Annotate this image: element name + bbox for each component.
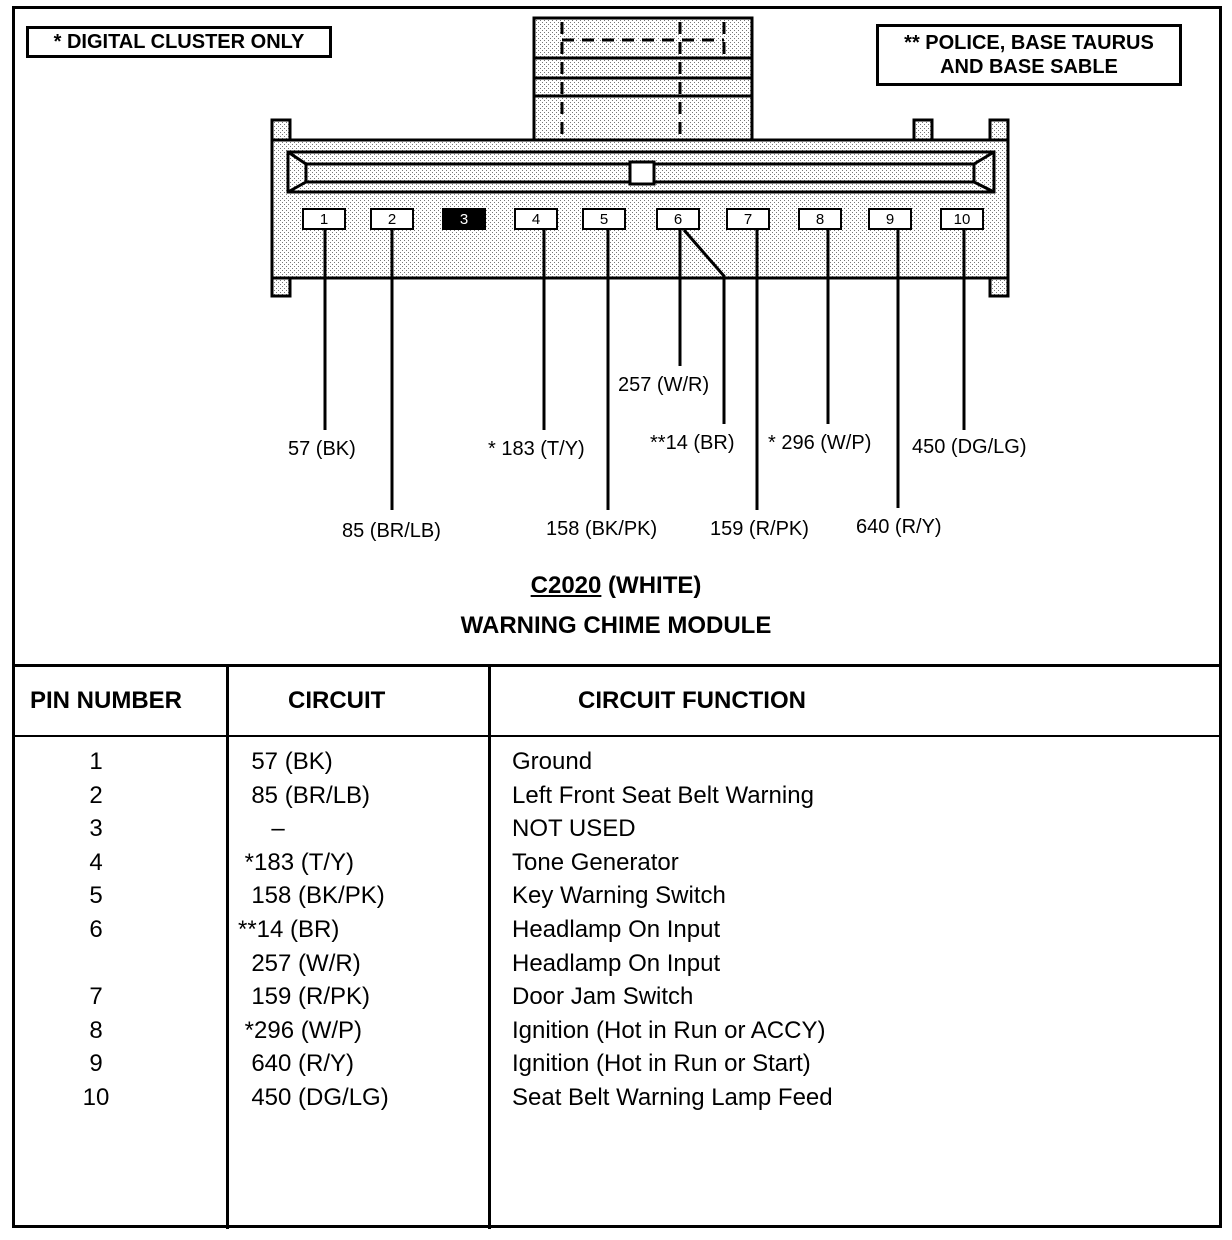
wire-label-pin-9: 640 (R/Y) [856, 516, 942, 538]
cell-circuit-function: Headlamp On Input [512, 916, 721, 943]
pin-1: 1 [302, 208, 346, 230]
cell-pin-number: 3 [89, 815, 103, 843]
cell-circuit-function: Seat Belt Warning Lamp Feed [512, 1084, 833, 1111]
cell-circuit: 257 (W/R) [238, 949, 361, 977]
connector-title: C2020 (WHITE) [0, 572, 1232, 600]
cell-circuit-function: Left Front Seat Belt Warning [512, 781, 814, 809]
cell-circuit: 450 (DG/LG) [238, 1084, 389, 1111]
wire-label-pin-6b: **14 (BR) [650, 432, 735, 454]
cell-circuit: *296 (W/P) [238, 1016, 363, 1044]
connector-wires [323, 229, 966, 510]
column-divider-2 [488, 667, 491, 1229]
pin-5: 5 [582, 208, 626, 230]
header-circuit-function: CIRCUIT FUNCTION [578, 687, 806, 714]
police-note-line2: AND BASE SABLE [940, 56, 1118, 78]
cell-circuit: 159 (R/PK) [238, 983, 371, 1011]
police-note: ** POLICE, BASE TAURUS AND BASE SABLE [876, 24, 1182, 86]
cell-circuit-function: NOT USED [512, 815, 636, 843]
cell-circuit: *183 (T/Y) [238, 848, 355, 876]
cell-circuit: 158 (BK/PK) [238, 882, 385, 910]
table-row: 6 **14 (BR) Headlamp On Input [0, 913, 1232, 946]
wire-label-pin-2: 85 (BR/LB) [342, 520, 441, 542]
header-circuit: CIRCUIT [288, 687, 386, 714]
wire-label-pin-1: 57 (BK) [288, 438, 356, 460]
cell-pin-number: 7 [89, 983, 103, 1011]
module-name: WARNING CHIME MODULE [460, 612, 772, 639]
cell-circuit-function: Ignition (Hot in Run or ACCY) [512, 1016, 826, 1044]
cell-pin-number: 1 [89, 748, 103, 775]
cell-circuit-function: Headlamp On Input [512, 949, 721, 977]
table-header-border [12, 735, 1222, 737]
connector-drawing [270, 16, 1010, 510]
table-row: 257 (W/R) Headlamp On Input [0, 947, 1232, 980]
wire-label-pin-10: 450 (DG/LG) [912, 436, 1027, 458]
cell-pin-number: 2 [89, 781, 103, 809]
connector-lock-tab [532, 16, 754, 144]
table-row: 10 450 (DG/LG) Seat Belt Warning Lamp Fee… [0, 1081, 1232, 1114]
cell-pin-number: 8 [89, 1016, 103, 1044]
digital-cluster-note: * DIGITAL CLUSTER ONLY [26, 26, 332, 58]
table-row: 3 – NOT USED [0, 812, 1232, 845]
table-row: 1 57 (BK) Ground [0, 745, 1232, 778]
table-row: 5 158 (BK/PK) Key Warning Switch [0, 879, 1232, 912]
cell-pin-number: 6 [89, 916, 103, 943]
police-note-line1: ** POLICE, BASE TAURUS [904, 32, 1154, 54]
wire-label-pin-8: * 296 (W/P) [768, 432, 872, 454]
pin-4: 4 [514, 208, 558, 230]
table-row: 4 *183 (T/Y) Tone Generator [0, 846, 1232, 879]
cell-circuit-function: Door Jam Switch [512, 983, 694, 1011]
cell-circuit: **14 (BR) [238, 916, 340, 943]
table-row: 2 85 (BR/LB) Left Front Seat Belt Warning [0, 779, 1232, 812]
cell-pin-number: 4 [89, 848, 103, 876]
pin-8: 8 [798, 208, 842, 230]
cell-circuit: 57 (BK) [238, 748, 333, 775]
table-row: 7 159 (R/PK) Door Jam Switch [0, 980, 1232, 1013]
connector-slot [286, 150, 996, 194]
table-top-border [12, 664, 1222, 667]
wire-label-pin-4: * 183 (T/Y) [488, 438, 585, 460]
diagram-frame [12, 6, 1222, 1228]
cell-circuit: – [238, 815, 285, 843]
cell-pin-number: 10 [82, 1084, 110, 1111]
table-row: 9 640 (R/Y) Ignition (Hot in Run or Start… [0, 1047, 1232, 1080]
cell-pin-number: 9 [89, 1050, 103, 1078]
pin-2: 2 [370, 208, 414, 230]
pin-3: 3 [442, 208, 486, 230]
cell-circuit-function: Tone Generator [512, 848, 679, 876]
pin-6: 6 [656, 208, 700, 230]
connector-name: C2020 [530, 572, 602, 599]
cell-circuit-function: Ignition (Hot in Run or Start) [512, 1050, 811, 1078]
cell-circuit: 85 (BR/LB) [238, 781, 371, 809]
pin-7: 7 [726, 208, 770, 230]
cell-circuit: 640 (R/Y) [238, 1050, 355, 1078]
table-row: 8 *296 (W/P) Ignition (Hot in Run or ACCY… [0, 1014, 1232, 1047]
column-divider-1 [226, 667, 229, 1229]
wire-label-pin-6a: 257 (W/R) [618, 374, 710, 396]
pin-10: 10 [940, 208, 984, 230]
wire-label-pin-7: 159 (R/PK) [710, 518, 809, 540]
header-pin-number: PIN NUMBER [30, 687, 183, 714]
cell-circuit-function: Key Warning Switch [512, 882, 726, 910]
wire-label-pin-5: 158 (BK/PK) [546, 518, 658, 540]
wire-pin-6b [682, 229, 726, 424]
pin-9: 9 [868, 208, 912, 230]
cell-pin-number: 5 [89, 882, 103, 910]
connector-color: (WHITE) [608, 572, 702, 599]
cell-circuit-function: Ground [512, 748, 593, 775]
